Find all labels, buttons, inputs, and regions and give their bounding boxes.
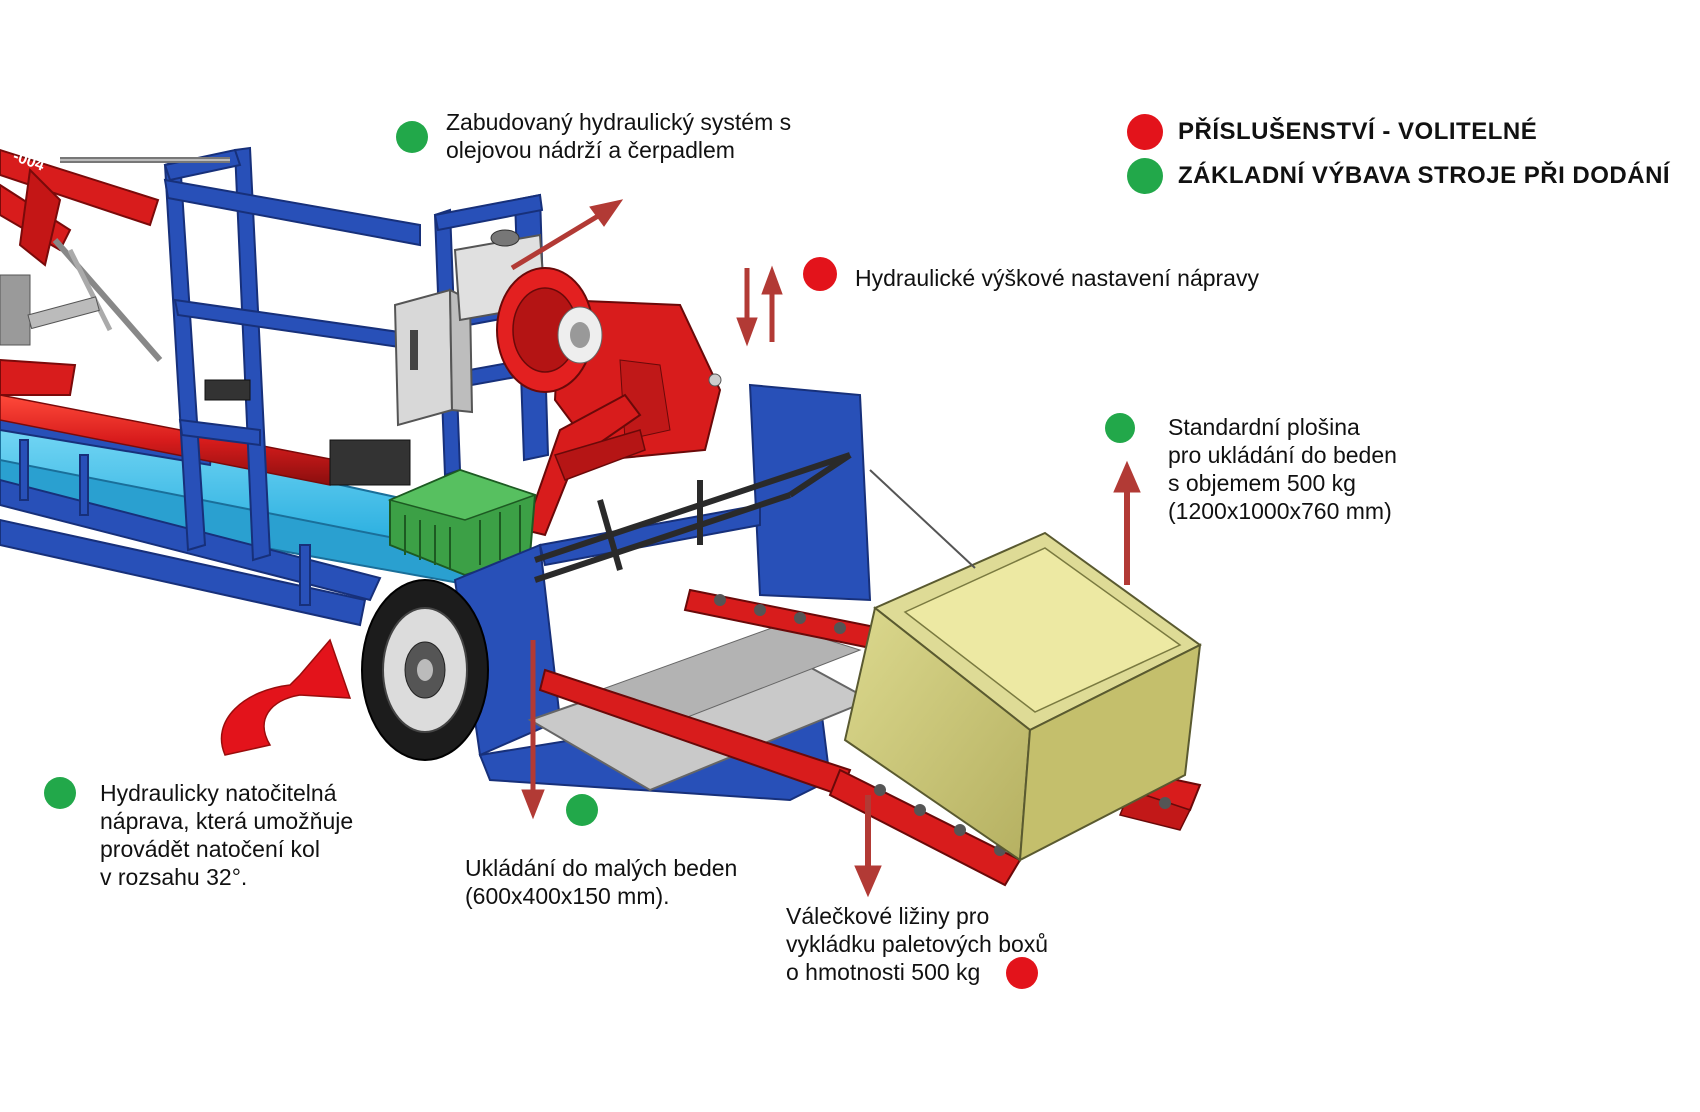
callout-arrows	[510, 199, 1141, 898]
callout-axle-height: Hydraulické výškové nastavení nápravy	[855, 265, 1259, 291]
optional-dot-axle-height	[803, 257, 837, 291]
legend	[1127, 114, 1163, 194]
arrow-small-crates	[521, 640, 545, 820]
status-dots	[44, 121, 1135, 989]
standard-dot-steering-axle	[44, 777, 76, 809]
legend-standard-dot	[1127, 158, 1163, 194]
hydraulic-arm: -004	[0, 148, 230, 396]
callout-hydraulic-system: Zabudovaný hydraulický systém s olejovou…	[446, 109, 792, 163]
machine-illustration: -004	[0, 146, 1202, 887]
optional-dot-roller-skids	[1006, 957, 1038, 989]
small-crate	[387, 468, 538, 577]
support-cable	[869, 469, 976, 569]
legend-optional-dot	[1127, 114, 1163, 150]
arrow-platform	[1113, 460, 1141, 585]
legend-standard-label: ZÁKLADNÍ VÝBAVA STROJE PŘI DODÁNÍ	[1178, 162, 1671, 189]
callout-roller-skids: Válečkové ližiny pro vykládku paletových…	[786, 903, 1049, 985]
wheel	[361, 579, 489, 761]
arrow-axle-height	[736, 265, 783, 347]
callout-platform: Standardní plošina pro ukládání do beden…	[1168, 414, 1397, 524]
callout-steering-axle: Hydraulicky natočitelná náprava, která u…	[100, 780, 354, 890]
callout-small-crates: Ukládání do malých beden (600x400x150 mm…	[465, 855, 738, 909]
pallet-box	[843, 531, 1202, 862]
valve-block	[204, 379, 411, 486]
standard-dot-platform	[1105, 413, 1135, 443]
legend-optional-label: PŘÍSLUŠENSTVÍ - VOLITELNÉ	[1178, 118, 1538, 145]
rotation-arrow	[220, 638, 352, 756]
arrow-roller-skids	[854, 795, 882, 898]
control-box	[393, 288, 474, 427]
arrow-hydraulic-system	[510, 199, 624, 271]
standard-dot-hydraulic-system	[396, 121, 428, 153]
tube-cage	[534, 452, 852, 583]
standard-dot-small-crates	[566, 794, 598, 826]
